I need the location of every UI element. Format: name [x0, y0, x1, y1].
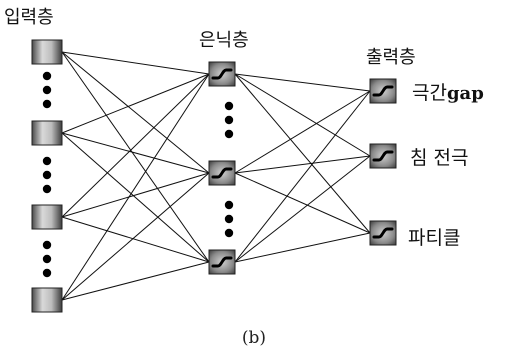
- input-node-3: [31, 204, 63, 230]
- figure-caption: (b): [241, 328, 267, 348]
- input-node-2: [31, 120, 63, 146]
- edge-input-1-hidden-2: [61, 132, 210, 263]
- edge-input-2-hidden-0: [61, 73, 210, 218]
- input-node-4: [31, 287, 63, 313]
- hidden-dot-a-3: [224, 129, 234, 139]
- hidden-dot-b-2: [224, 214, 234, 224]
- input-dot-c-3: [42, 268, 52, 278]
- edge-hidden-2-output-0: [234, 90, 371, 263]
- edge-input-2-hidden-1: [61, 172, 210, 218]
- output-label-needle-electrode: 침 전극: [410, 147, 469, 169]
- hidden-node-2: [208, 160, 236, 186]
- sigmoid-icon: [372, 85, 394, 97]
- input-dot-c-1: [42, 240, 52, 250]
- output-layer-label: 출력층: [366, 47, 416, 68]
- output-label-gap: 극간gap: [412, 82, 484, 104]
- edge-hidden-1-output-2: [234, 172, 371, 234]
- sigmoid-icon: [372, 150, 394, 162]
- input-node-1: [31, 39, 63, 65]
- edge-hidden-1-output-1: [234, 155, 371, 174]
- edge-hidden-2-output-1: [234, 155, 371, 263]
- hidden-node-3: [208, 249, 236, 275]
- edge-input-3-hidden-2: [61, 261, 210, 301]
- network-nodes: [31, 39, 397, 313]
- output-node-1: [369, 78, 397, 104]
- edge-input-3-hidden-0: [61, 73, 210, 301]
- edge-input-1-hidden-1: [61, 132, 210, 174]
- edge-input-1-hidden-0: [61, 73, 210, 134]
- input-dot-a-2: [42, 85, 52, 95]
- edge-hidden-2-output-2: [234, 232, 371, 263]
- edge-input-0-hidden-0: [61, 51, 210, 75]
- sigmoid-icon: [211, 68, 233, 80]
- input-dot-b-1: [42, 156, 52, 166]
- hidden-dot-b-1: [224, 200, 234, 210]
- hidden-dot-a-1: [224, 101, 234, 111]
- input-dot-b-3: [42, 184, 52, 194]
- input-layer-label: 입력층: [4, 7, 54, 28]
- output-label-particle: 파티클: [408, 227, 461, 249]
- hidden-dot-b-3: [224, 228, 234, 238]
- ellipsis-dots: [42, 71, 234, 278]
- hidden-layer-label: 은닉층: [199, 30, 249, 51]
- edge-hidden-1-output-0: [234, 90, 371, 174]
- input-dot-b-2: [42, 170, 52, 180]
- output-node-3: [369, 220, 397, 246]
- hidden-dot-a-2: [224, 115, 234, 125]
- edge-input-2-hidden-2: [61, 216, 210, 263]
- hidden-node-1: [208, 61, 236, 87]
- input-dot-c-2: [42, 254, 52, 264]
- sigmoid-icon: [211, 256, 233, 268]
- connection-lines: [61, 51, 371, 301]
- output-node-2: [369, 143, 397, 169]
- sigmoid-icon: [211, 167, 233, 179]
- input-dot-a-1: [42, 71, 52, 81]
- edge-input-0-hidden-1: [61, 51, 210, 174]
- edge-input-3-hidden-1: [61, 172, 210, 301]
- edge-input-0-hidden-2: [61, 51, 210, 263]
- sigmoid-icon: [372, 227, 394, 239]
- edge-hidden-0-output-2: [234, 73, 371, 234]
- edge-hidden-0-output-1: [234, 73, 371, 157]
- edge-hidden-0-output-0: [234, 73, 371, 92]
- input-dot-a-3: [42, 99, 52, 109]
